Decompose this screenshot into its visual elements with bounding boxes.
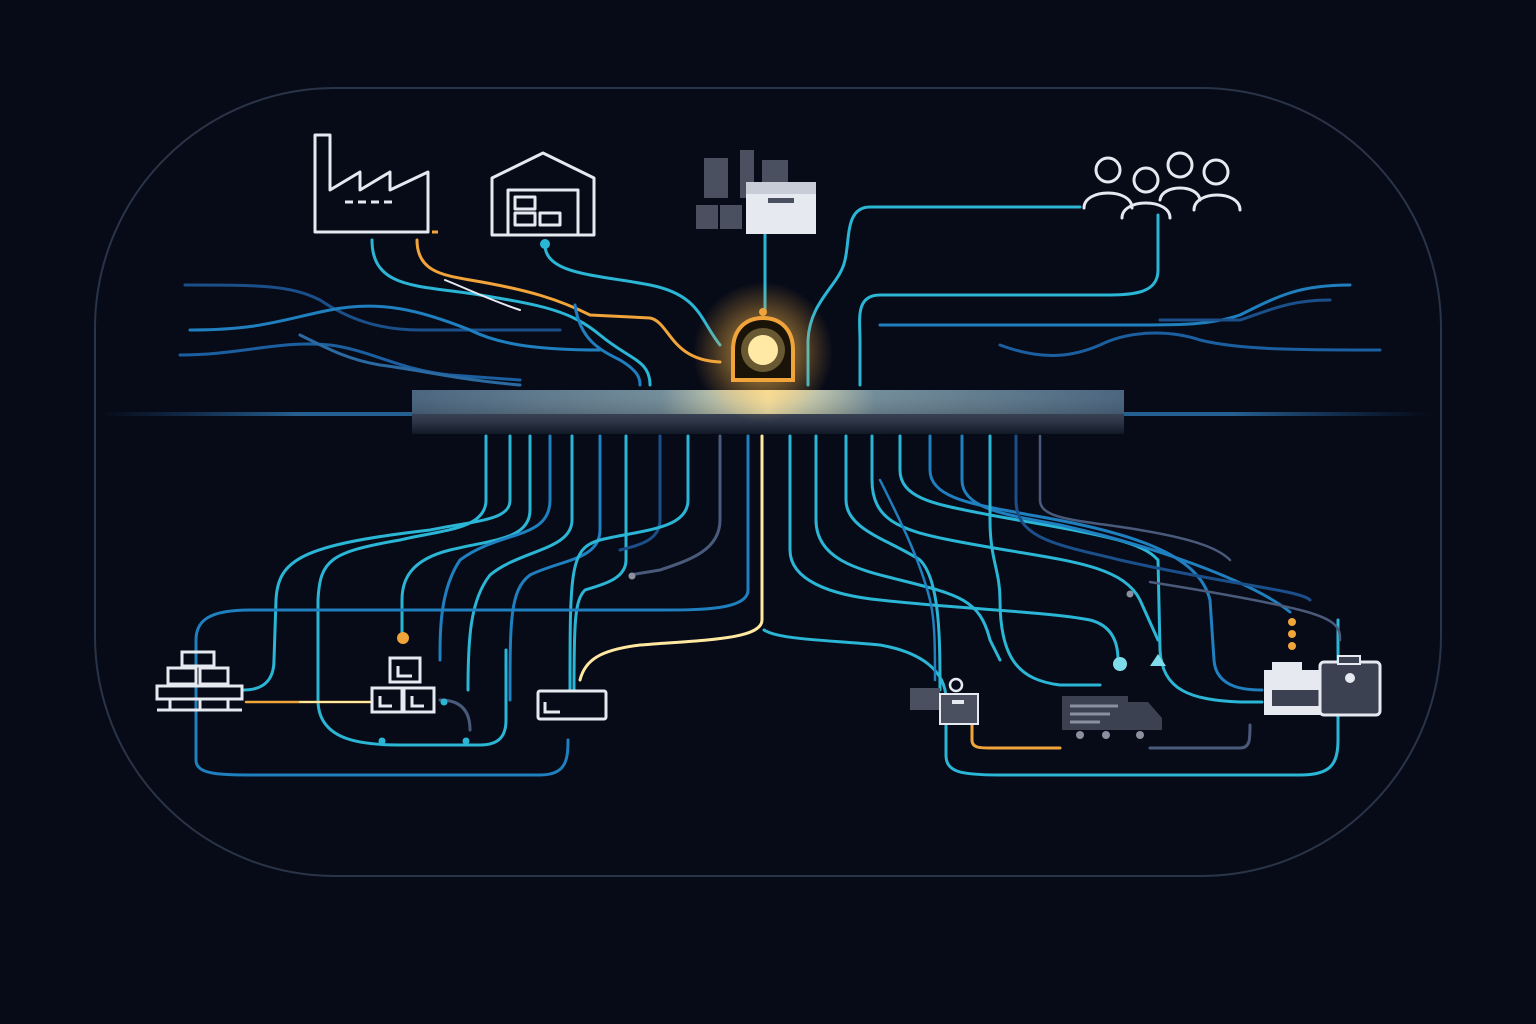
lower-trace-13 (762, 618, 1340, 777)
lower-trace-19 (928, 434, 1264, 692)
connector-markers (378, 572, 1296, 745)
lower-trace-8 (618, 434, 662, 552)
warehouse-link (543, 243, 722, 347)
right-background-traces (878, 283, 1382, 357)
people-icon (1082, 151, 1242, 220)
lower-trace-23 (1038, 434, 1232, 562)
left-background-traces (178, 283, 602, 387)
factory-orange-link (415, 238, 722, 364)
lower-trace-24 (1148, 580, 1342, 642)
boxes-icon (696, 150, 816, 234)
warehouse-icon (490, 151, 596, 249)
lower-connections (194, 434, 1342, 777)
lower-trace-29 (1148, 723, 1252, 750)
lower-trace-9 (568, 434, 690, 692)
lower-trace-6 (508, 434, 602, 702)
lower-trace-2 (242, 434, 512, 692)
lower-trace-11 (194, 434, 750, 777)
distribution-center-icon (1264, 655, 1382, 717)
lower-trace-20 (960, 434, 1292, 614)
package-cluster-icon (370, 632, 436, 714)
lower-trace-3 (400, 434, 532, 634)
truck-icon (1062, 696, 1162, 739)
factory-icon (313, 133, 438, 234)
lower-trace-28 (970, 723, 1062, 750)
lower-trace-1 (316, 434, 508, 747)
lower-trace-17 (870, 434, 1160, 642)
lower-trace-15 (814, 434, 1002, 662)
pallet-stack-icon (155, 650, 244, 712)
lower-trace-14 (788, 434, 1120, 662)
central-hub (693, 282, 833, 422)
lower-trace-7 (572, 434, 628, 692)
lower-trace-16 (844, 434, 942, 692)
lower-trace-12 (578, 434, 764, 682)
lower-trace-25 (878, 478, 937, 682)
shipment-boxes-icon (910, 677, 979, 725)
lower-trace-10 (628, 434, 722, 577)
lower-trace-22 (1014, 434, 1312, 602)
factory-link (370, 238, 652, 387)
lower-trace-5 (466, 434, 574, 692)
outer-frame (94, 87, 1442, 877)
container-icon (536, 689, 608, 721)
lower-trace-4 (438, 434, 552, 662)
lower-trace-21 (988, 434, 1102, 687)
